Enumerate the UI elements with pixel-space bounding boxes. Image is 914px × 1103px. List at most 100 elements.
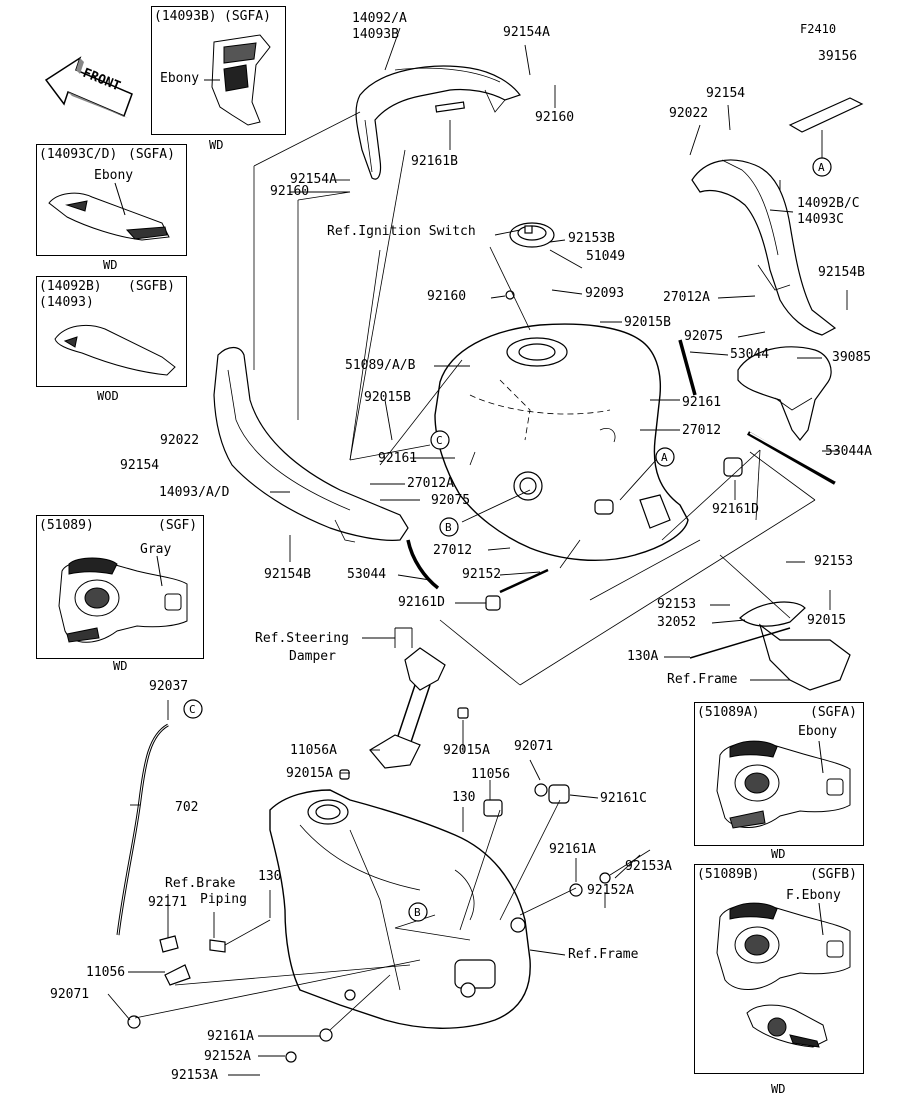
part-92153-1: 92153 bbox=[814, 554, 854, 569]
part-92161-2: 92161 bbox=[378, 451, 418, 466]
part-130-2: 130 bbox=[258, 869, 282, 884]
part-27012a-1: 27012A bbox=[663, 290, 710, 305]
sticker-39156 bbox=[788, 97, 864, 133]
part-92161d-2: 92161D bbox=[398, 595, 445, 610]
inset-51089b: (51089B) (SGFB) F.Ebony bbox=[694, 864, 864, 1074]
part-53044-1: 53044 bbox=[730, 347, 770, 362]
part-92075-1: 92075 bbox=[684, 329, 724, 344]
inset-14093cd-grade: (SGFA) bbox=[128, 147, 175, 162]
callout-a-2: A bbox=[661, 451, 668, 464]
part-92160-2: 92160 bbox=[270, 184, 310, 199]
part-27012-2: 27012 bbox=[433, 543, 473, 558]
part-51089ab: 51089/A/B bbox=[345, 358, 416, 373]
inset-14093cd-cap: WD bbox=[103, 258, 118, 272]
inset-51089-code: (51089) bbox=[39, 518, 94, 533]
part-92154a-2: 92154A bbox=[290, 172, 337, 187]
part-11056a: 11056A bbox=[290, 743, 337, 758]
upper-cover-top bbox=[355, 65, 521, 180]
part-92153-2: 92153 bbox=[657, 597, 697, 612]
ref-frame-2: Ref.Frame bbox=[568, 947, 639, 962]
part-92022-1: 92022 bbox=[669, 106, 709, 121]
part-14093b: 14093B bbox=[352, 27, 399, 42]
right-side-cover bbox=[691, 159, 837, 336]
inset-51089b-cap: WD bbox=[771, 1082, 786, 1096]
part-53044a: 53044A bbox=[825, 444, 872, 459]
part-39156: 39156 bbox=[818, 49, 858, 64]
part-92015: 92015 bbox=[807, 613, 847, 628]
inset-51089a-grade: (SGFA) bbox=[810, 705, 857, 720]
part-92161-1: 92161 bbox=[682, 395, 722, 410]
inset-51089a-code: (51089A) bbox=[697, 705, 760, 720]
ref-frame-1: Ref.Frame bbox=[667, 672, 738, 687]
inset-14093b-grade: (SGFA) bbox=[224, 9, 271, 24]
part-11056-1: 11056 bbox=[471, 767, 511, 782]
inset-51089a-color: Ebony bbox=[798, 724, 838, 739]
part-53044-2: 53044 bbox=[347, 567, 387, 582]
ref-brake-piping: Piping bbox=[200, 892, 247, 907]
part-92153a-1: 92153A bbox=[625, 859, 672, 874]
fuel-cap bbox=[505, 222, 555, 300]
inset-14093cd-color: Ebony bbox=[94, 168, 134, 183]
leader-lines bbox=[107, 27, 848, 1076]
part-92152: 92152 bbox=[462, 567, 502, 582]
part-92154-1: 92154 bbox=[706, 86, 746, 101]
inset-51089a-cap: WD bbox=[771, 847, 786, 861]
inset-14093cd: (14093C/D) (SGFA) Ebony bbox=[36, 144, 187, 256]
left-side-cover bbox=[213, 346, 409, 543]
part-51049: 51049 bbox=[586, 249, 626, 264]
inset-14092b-grade: (SGFB) bbox=[128, 279, 175, 294]
part-92015a-2: 92015A bbox=[286, 766, 333, 781]
inset-51089b-grade: (SGFB) bbox=[810, 867, 857, 882]
inset-51089-cap: WD bbox=[113, 659, 128, 673]
part-92154b-2: 92154B bbox=[264, 567, 311, 582]
part-39085: 39085 bbox=[832, 350, 872, 365]
part-32052: 32052 bbox=[657, 615, 697, 630]
hardware bbox=[127, 707, 611, 1063]
part-27012-1: 27012 bbox=[682, 423, 722, 438]
part-92171: 92171 bbox=[148, 895, 188, 910]
inset-14093b-color: Ebony bbox=[160, 71, 200, 86]
part-92153a-2: 92153A bbox=[171, 1068, 218, 1083]
inset-14092b-code: (14092B) bbox=[39, 279, 102, 294]
inset-14092b: (14092B) (14093) (SGFB) bbox=[36, 276, 187, 387]
inset-51089b-color: F.Ebony bbox=[786, 888, 841, 903]
part-11056-2: 11056 bbox=[86, 965, 126, 980]
assembly-lines bbox=[134, 111, 816, 1031]
part-130a: 130A bbox=[627, 649, 659, 664]
part-92022-2: 92022 bbox=[160, 433, 200, 448]
part-92015b-1: 92015B bbox=[624, 315, 671, 330]
part-92037: 92037 bbox=[149, 679, 189, 694]
callout-b-1: B bbox=[445, 521, 452, 534]
part-130-1: 130 bbox=[452, 790, 476, 805]
ref-steering-damper: Damper bbox=[289, 649, 336, 664]
part-92154b-1: 92154B bbox=[818, 265, 865, 280]
part-702: 702 bbox=[175, 800, 199, 815]
part-14093ad: 14093/A/D bbox=[159, 485, 230, 500]
knee-pad bbox=[737, 346, 832, 441]
part-27012a-2: 27012A bbox=[407, 476, 454, 491]
part-92154a-1: 92154A bbox=[503, 25, 550, 40]
inset-14093b-code: (14093B) bbox=[154, 9, 217, 24]
part-92161d-1: 92161D bbox=[712, 502, 759, 517]
part-14092bc: 14092B/C bbox=[797, 196, 860, 211]
inset-51089b-code: (51089B) bbox=[697, 867, 760, 882]
callout-b-2: B bbox=[414, 906, 421, 919]
callout-c-2: C bbox=[189, 703, 196, 716]
part-92071-2: 92071 bbox=[50, 987, 90, 1002]
part-92161c: 92161C bbox=[600, 791, 647, 806]
inset-51089: (51089) (SGF) Gray bbox=[36, 515, 204, 659]
inset-51089-grade: (SGF) bbox=[158, 518, 198, 533]
figure-code: F2410 bbox=[800, 22, 837, 36]
part-92161a-1: 92161A bbox=[549, 842, 596, 857]
part-92160-3: 92160 bbox=[427, 289, 467, 304]
front-arrow-icon: FRONT bbox=[44, 56, 133, 118]
part-92015a-1: 92015A bbox=[443, 743, 490, 758]
steering-damper-bracket bbox=[369, 647, 446, 769]
part-92152a-1: 92152A bbox=[587, 883, 634, 898]
part-92161a-2: 92161A bbox=[207, 1029, 254, 1044]
part-92161b: 92161B bbox=[411, 154, 458, 169]
ref-steering: Ref.Steering bbox=[255, 631, 349, 646]
part-14092a: 14092/A bbox=[352, 11, 407, 26]
callout-c-1: C bbox=[436, 434, 443, 447]
